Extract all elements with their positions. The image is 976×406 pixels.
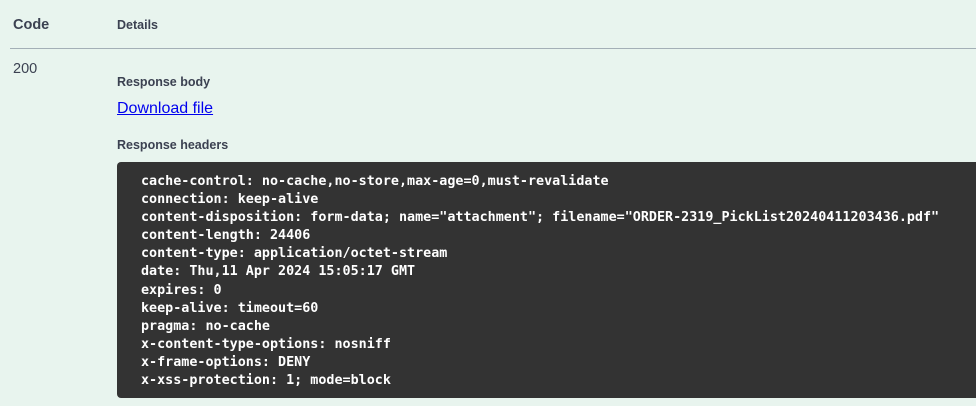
response-headers-block: cache-control: no-cache,no-store,max-age… [117, 162, 976, 399]
response-body-label: Response body [117, 75, 211, 89]
response-row: 200 Response body Download file Response… [0, 49, 976, 399]
response-status-code: 200 [13, 61, 38, 77]
response-headers-label: Response headers [117, 138, 229, 152]
response-details-cell: Response body Download file Response hea… [117, 49, 976, 399]
code-column-header: Code [13, 17, 50, 33]
details-column-header: Details [117, 18, 158, 32]
responses-table-header: Code Details [10, 0, 976, 49]
download-file-link[interactable]: Download file [117, 100, 214, 117]
